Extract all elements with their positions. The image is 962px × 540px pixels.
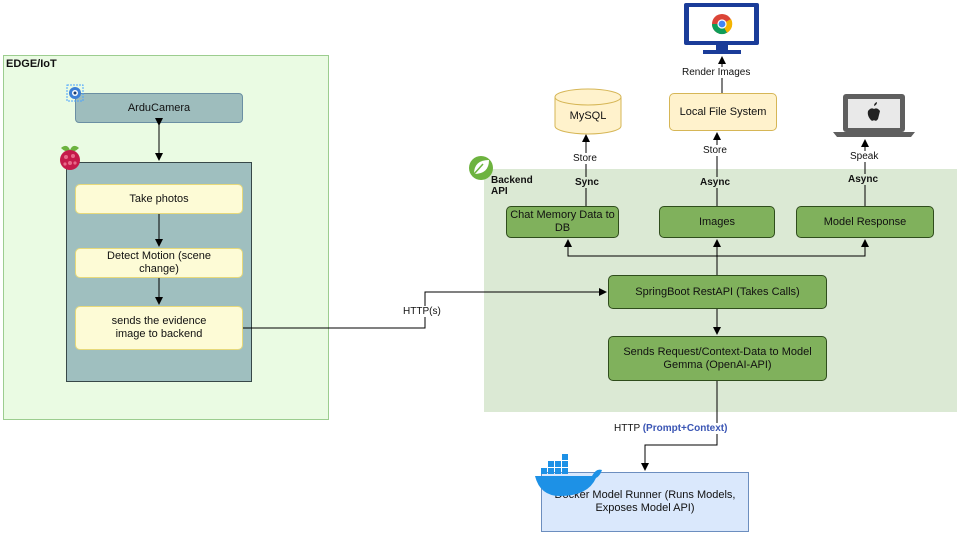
images-box: Images [659, 206, 775, 238]
store-db-label: Store [573, 153, 597, 164]
render-images-label: Render Images [682, 67, 751, 78]
restapi-to-chat-arrow [564, 239, 717, 257]
docker-model-runner-label: Docker Model Runner (Runs Models, Expose… [554, 489, 736, 514]
restapi-to-response-arrow [717, 239, 869, 257]
model-response-label: Model Response [823, 215, 907, 228]
chat-memory-label: Chat Memory Data to DB [510, 209, 615, 234]
step-detect-motion-label: Detect Motion (scene change) [107, 250, 211, 275]
raspberry-pi-icon [60, 145, 80, 170]
docker-whale-icon [535, 454, 602, 496]
local-file-system-label: Local File System [679, 105, 767, 118]
http-text: HTTP [614, 423, 640, 434]
step-take-photos: Take photos [75, 184, 243, 214]
http-s-label: HTTP(s) [403, 306, 441, 317]
step-send-evidence: sends the evidence image to backend [75, 306, 243, 350]
arducamera-label: ArduCamera [127, 101, 191, 114]
images-label: Images [698, 215, 736, 228]
step-take-photos-label: Take photos [129, 192, 189, 205]
backend-api-title: Backend API [491, 175, 533, 197]
springboot-restapi-box: SpringBoot RestAPI (Takes Calls) [608, 275, 827, 309]
mysql-label: MySQL [569, 109, 607, 122]
async-response-label: Async [848, 174, 879, 185]
model-request-box: Sends Request/Context-Data to Model Gemm… [608, 336, 827, 381]
model-request-label: Sends Request/Context-Data to Model Gemm… [623, 345, 812, 371]
http-label: HTTP (Prompt+Context) [614, 423, 728, 434]
model-response-box: Model Response [796, 206, 934, 238]
camera-icon [66, 84, 84, 102]
database-cylinder-icon [554, 88, 622, 135]
step-send-evidence-label: sends the evidence image to backend [111, 315, 207, 340]
laptop-apple-icon [833, 94, 915, 137]
sync-label: Sync [575, 177, 599, 188]
spring-leaf-icon [469, 156, 493, 180]
prompt-context-text: (Prompt+Context) [642, 423, 728, 434]
model-request-to-docker-arrow [641, 381, 718, 471]
springboot-restapi-label: SpringBoot RestAPI (Takes Calls) [635, 285, 800, 298]
store-fs-label: Store [703, 145, 727, 156]
monitor-chrome-icon [684, 3, 759, 54]
local-file-system-box: Local File System [669, 93, 777, 131]
async-images-label: Async [700, 177, 731, 188]
step-detect-motion: Detect Motion (scene change) [75, 248, 243, 278]
edge-iot-title: EDGE/IoT [6, 58, 57, 70]
speak-label: Speak [850, 151, 879, 162]
chat-memory-box: Chat Memory Data to DB [506, 206, 619, 238]
